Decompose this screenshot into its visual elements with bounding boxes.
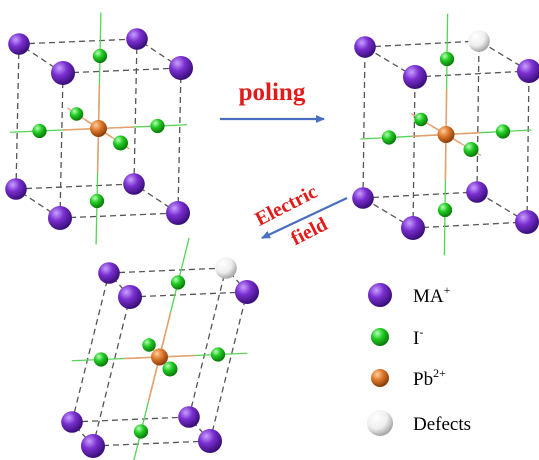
lead-cation-icon	[90, 120, 107, 137]
pristine-lattice	[5, 12, 193, 245]
lattice-edge	[188, 267, 227, 418]
ma-cation-icon	[235, 280, 259, 304]
legend-charge-lead: 2+	[433, 366, 446, 380]
legend-label-ma: MA	[413, 286, 444, 307]
ma-cation-icon	[401, 216, 425, 240]
electric-field-arrow	[261, 197, 348, 239]
ma-cation-icon	[118, 285, 142, 309]
lattice-edge	[412, 221, 528, 229]
ma-cation-icon	[48, 206, 72, 230]
legend-label-lead: Pb	[413, 369, 433, 390]
ma-cation-icon	[198, 429, 222, 453]
lattice-edge	[177, 67, 182, 214]
ma-cation-icon	[166, 201, 190, 225]
lattice-edge	[92, 440, 211, 447]
iodide-anion-icon	[495, 124, 511, 139]
distorted-lattice	[61, 237, 259, 460]
ma-cation-icon	[515, 210, 539, 234]
legend-item-defects: Defects	[367, 410, 471, 436]
lattice-edge	[362, 191, 478, 199]
lattice-edge	[209, 291, 248, 442]
ma-cation-icon	[169, 56, 193, 80]
ma-ion-icon	[368, 283, 392, 307]
iodide-anion-icon	[439, 51, 455, 67]
poling-label: poling	[239, 79, 306, 106]
svg-text:Defects: Defects	[413, 414, 471, 435]
lattice-edge	[71, 272, 110, 423]
lattice-edge	[15, 183, 135, 190]
ma-cation-icon	[466, 181, 488, 203]
iodide-anion-icon	[113, 135, 128, 151]
iodide-anion-icon	[32, 123, 47, 139]
lattice-edge	[62, 67, 182, 74]
svg-text:I-: I-	[413, 325, 423, 349]
ma-cation-icon	[8, 33, 30, 55]
iodide-anion-icon	[92, 48, 108, 64]
ma-cation-icon	[352, 187, 374, 209]
lattice-edge	[92, 296, 131, 447]
iodide-anion-icon	[150, 118, 165, 134]
lattice-edge	[108, 267, 227, 274]
iodide-anion-icon	[210, 347, 226, 362]
lattice-edge	[18, 38, 138, 45]
lattice-edge	[412, 76, 416, 229]
field-label: field	[287, 213, 331, 250]
legend-label-iodide: I	[413, 328, 419, 349]
iodide-anion-icon	[414, 112, 428, 127]
legend-label-defects: Defects	[413, 414, 471, 435]
iodide-anion-icon	[170, 275, 186, 290]
lattice-edge	[133, 38, 138, 185]
legend-charge-ma: +	[444, 283, 451, 297]
iodide-anion-icon	[133, 424, 149, 439]
defect-icon	[367, 410, 393, 436]
ma-cation-icon	[98, 262, 120, 284]
ma-cation-icon	[5, 178, 27, 200]
iodide-anion-icon	[381, 130, 397, 145]
iodide-anion-icon	[142, 338, 156, 352]
lead-ion-icon	[371, 369, 389, 387]
svg-text:MA+: MA+	[413, 283, 451, 307]
lattice-edge	[129, 291, 248, 298]
defect-site-icon	[468, 30, 490, 52]
svg-text:Pb2+: Pb2+	[413, 366, 446, 390]
ma-cation-icon	[61, 411, 83, 433]
lead-cation-icon	[437, 126, 455, 143]
legend-item-iodide: I-	[371, 325, 423, 349]
ma-cation-icon	[178, 406, 200, 428]
poled-lattice	[352, 13, 539, 256]
lattice-edge	[59, 72, 64, 219]
legend: MA+ I- Pb2+ Defects	[367, 283, 471, 436]
lattice-edge	[71, 416, 190, 423]
ma-cation-icon	[403, 65, 427, 89]
ma-cation-icon	[123, 173, 145, 195]
lattice-edge	[362, 46, 366, 199]
ma-cation-icon	[51, 61, 75, 85]
lattice-edge	[526, 70, 530, 223]
iodide-anion-icon	[93, 352, 109, 367]
legend-charge-iodide: -	[419, 325, 423, 339]
lattice-edge	[364, 40, 480, 48]
ma-cation-icon	[126, 28, 148, 50]
lattice-edge	[414, 70, 530, 78]
ma-cation-icon	[517, 59, 539, 83]
iodide-anion-icon	[69, 107, 84, 121]
lattice-edge	[59, 212, 179, 219]
legend-item-lead: Pb2+	[371, 366, 446, 390]
legend-item-ma: MA+	[368, 283, 451, 307]
iodide-anion-icon	[89, 193, 105, 209]
lattice-edge	[476, 40, 480, 193]
iodide-anion-icon	[162, 361, 178, 377]
iodide-anion-icon	[437, 202, 453, 218]
iodide-ion-icon	[371, 328, 389, 346]
ma-cation-icon	[354, 36, 376, 58]
defect-site-icon	[215, 257, 237, 279]
lead-cation-icon	[151, 348, 168, 366]
ma-cation-icon	[81, 434, 105, 458]
iodide-anion-icon	[463, 142, 479, 157]
lattice-edge	[15, 43, 20, 190]
